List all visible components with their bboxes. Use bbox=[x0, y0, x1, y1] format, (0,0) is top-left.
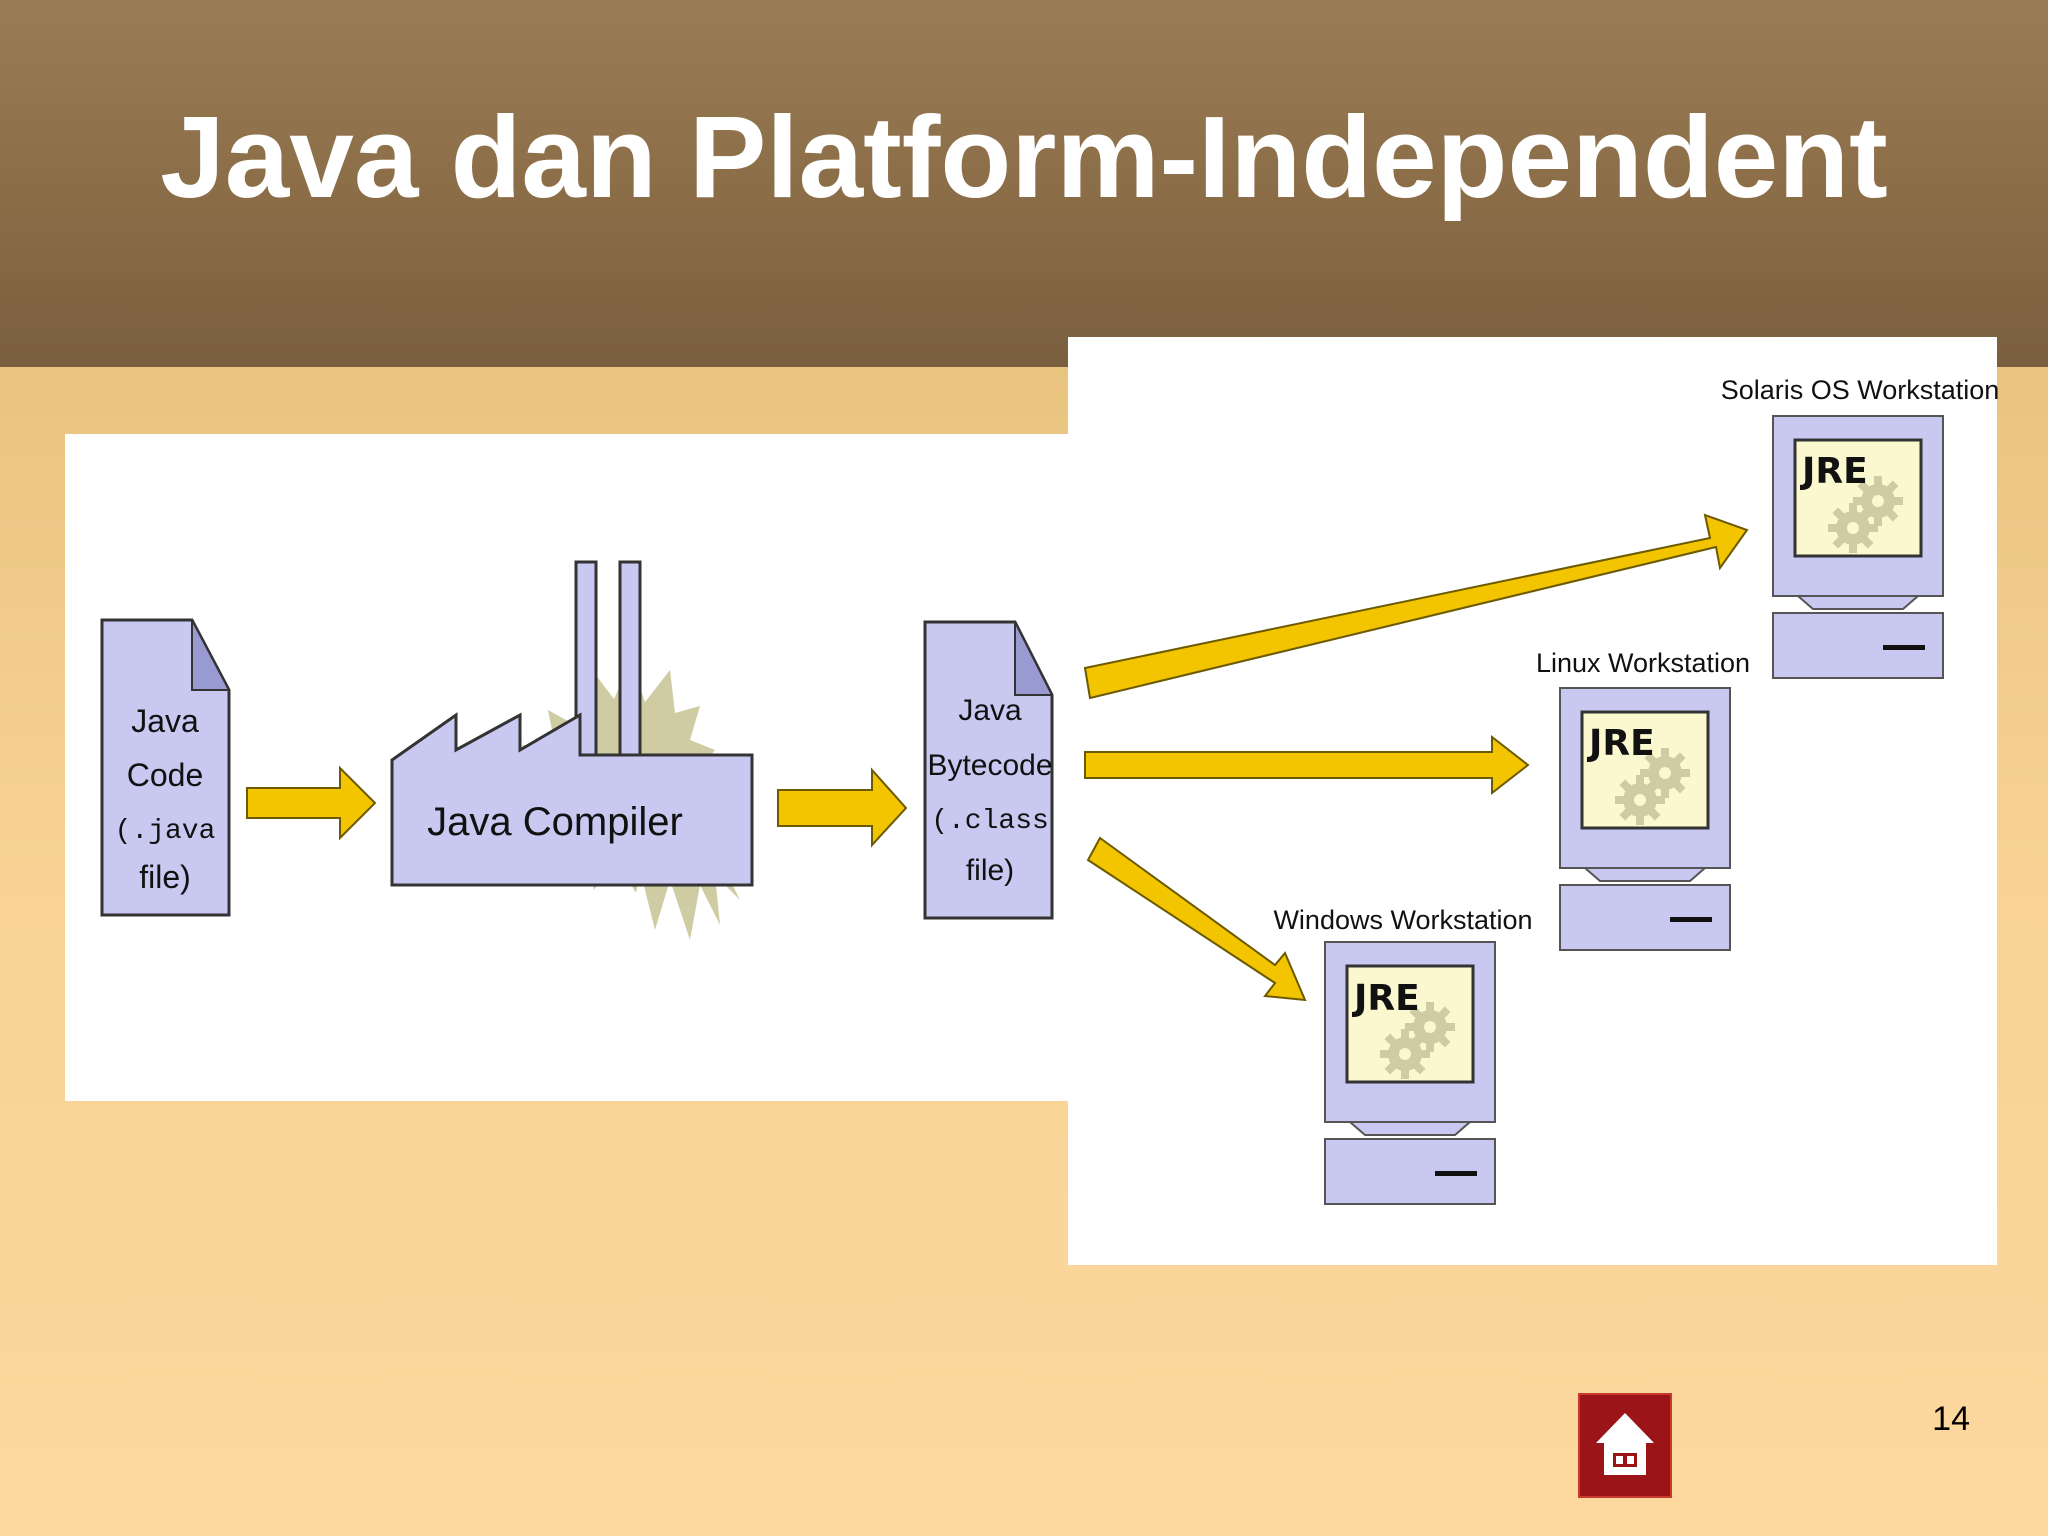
slide-title: Java dan Platform-Independent bbox=[160, 92, 1888, 222]
source-file-label-line1: Java bbox=[131, 703, 199, 739]
linux-workstation-label: Linux Workstation bbox=[1536, 648, 1750, 678]
solaris-workstation-label: Solaris OS Workstation bbox=[1721, 375, 2000, 405]
home-icon bbox=[1596, 1413, 1654, 1475]
bytecode-label-line3: (.class bbox=[931, 806, 1049, 837]
arrow-to-linux bbox=[1084, 734, 1530, 796]
bytecode-label-line4: file) bbox=[966, 854, 1014, 887]
compiler-label: Java Compiler bbox=[427, 800, 683, 844]
linux-jre-label: JRE bbox=[1586, 723, 1655, 764]
linux-workstation: Linux Workstation JRE bbox=[1536, 648, 1750, 950]
arrow-compiler-to-bytecode bbox=[777, 767, 908, 848]
source-file-label-line3: (.java bbox=[115, 816, 216, 847]
solaris-workstation: Solaris OS Workstation JRE bbox=[1721, 375, 2000, 678]
java-bytecode-file: Java Bytecode (.class file) bbox=[923, 620, 1054, 920]
home-button[interactable] bbox=[1578, 1393, 1672, 1498]
source-file-label-line2: Code bbox=[127, 757, 204, 793]
java-source-file: Java Code (.java file) bbox=[100, 618, 231, 917]
windows-jre-label: JRE bbox=[1351, 978, 1420, 1019]
windows-workstation: Windows Workstation JRE bbox=[1273, 905, 1533, 1204]
bytecode-label-line1: Java bbox=[958, 694, 1022, 727]
page-number: 14 bbox=[1932, 1400, 1970, 1438]
source-file-label-line4: file) bbox=[139, 859, 191, 895]
arrow-source-to-compiler bbox=[246, 765, 377, 841]
windows-workstation-label: Windows Workstation bbox=[1273, 905, 1532, 935]
solaris-jre-label: JRE bbox=[1799, 451, 1868, 492]
slide-header bbox=[0, 0, 2048, 367]
arrow-to-windows bbox=[1086, 836, 1307, 1002]
bytecode-label-line2: Bytecode bbox=[927, 749, 1052, 782]
java-compiler: Java Compiler bbox=[390, 560, 754, 940]
arrow-to-solaris bbox=[1083, 513, 1749, 700]
